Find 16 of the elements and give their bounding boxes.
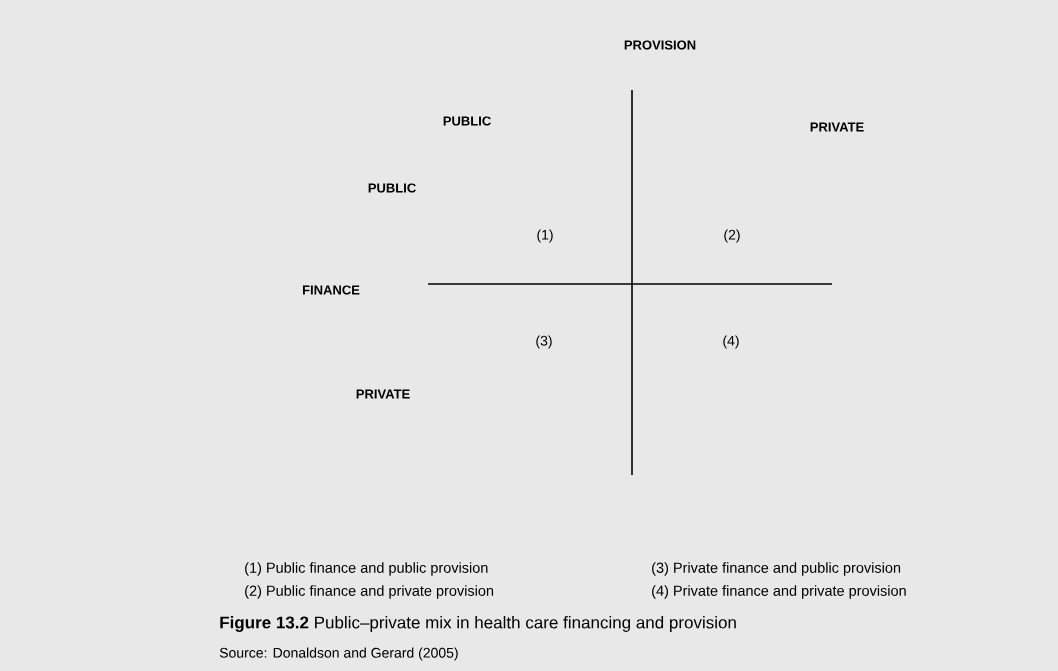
axis-title: FINANCE [303, 285, 360, 295]
axis-title: PROVISION [624, 40, 696, 50]
column-heading: PRIVATE [810, 122, 864, 132]
quadrant-number: (2) [724, 229, 740, 243]
key-text: (3) Private finance and public provision [652, 562, 901, 576]
row-heading: PUBLIC [368, 183, 416, 193]
row-heading: PRIVATE [356, 389, 410, 399]
column-heading: PUBLIC [443, 116, 491, 126]
key-text: (2) Public finance and private provision [245, 585, 494, 599]
quadrant-number: (4) [723, 335, 739, 349]
key-text: (1) Public finance and public provision [245, 562, 488, 576]
quadrant-number: (3) [536, 335, 552, 349]
key-text: (4) Private finance and private provision [652, 585, 906, 599]
quadrant-number: (1) [537, 229, 553, 243]
source-note: Source: Donaldson and Gerard (2005) [219, 647, 458, 661]
figure-caption: Figure 13.2 Public–private mix in health care financing and provision [220, 616, 736, 632]
